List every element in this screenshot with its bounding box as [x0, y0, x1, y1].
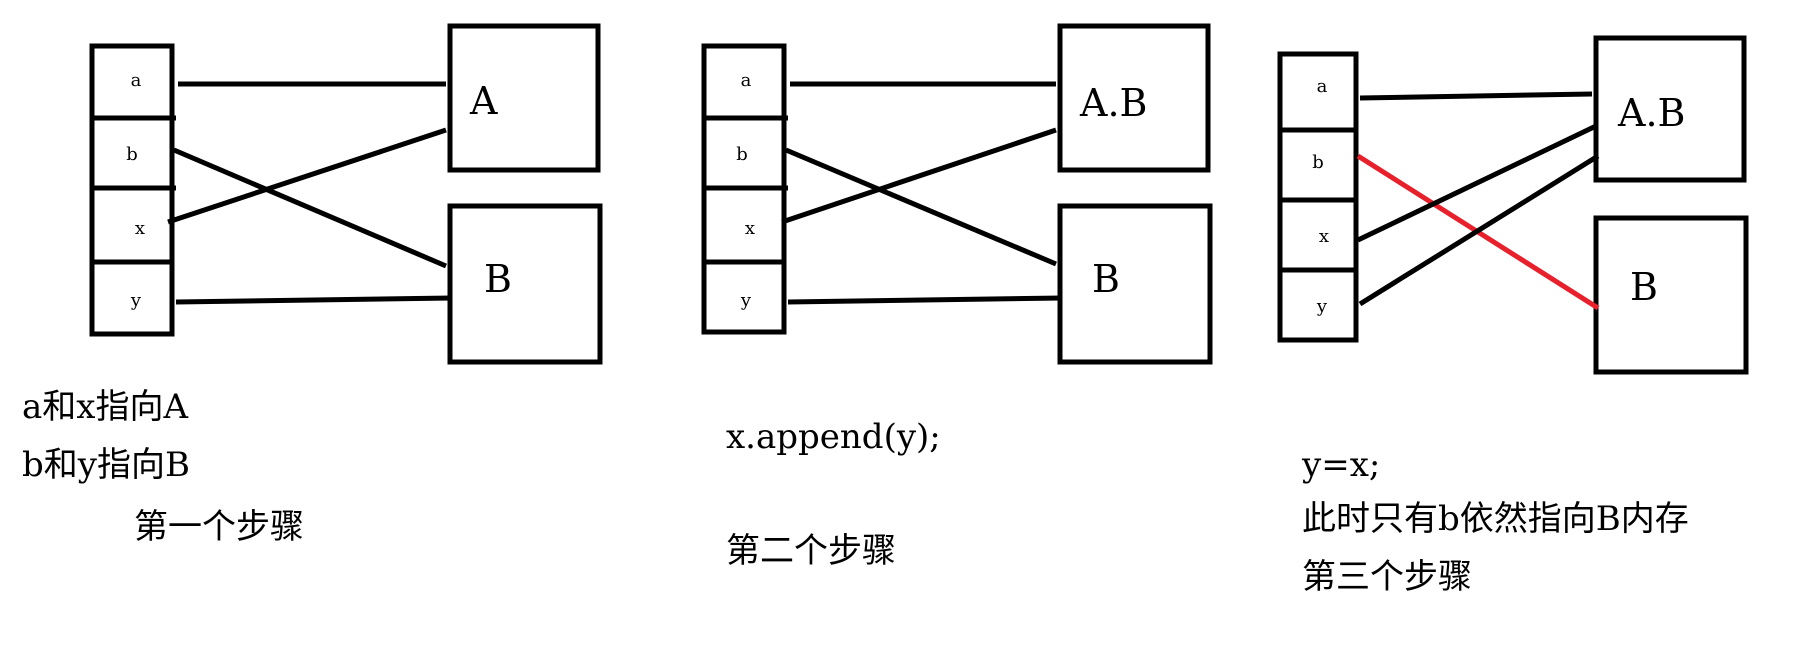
cell-x: x [135, 218, 145, 239]
variable-table [1277, 51, 1359, 343]
cell-y: y [1316, 296, 1328, 317]
box-b-label: B [1092, 257, 1120, 301]
pointer-x [1356, 123, 1598, 243]
cell-a: a [131, 70, 142, 91]
panel-step-1: a b x y A B [89, 23, 603, 365]
caption-step2-line1: x.append(y); [726, 417, 941, 457]
cell-x: x [1319, 226, 1329, 247]
pointer-b [173, 147, 447, 269]
memory-box-b [1593, 215, 1749, 375]
cell-b: b [736, 144, 748, 165]
cell-y: y [740, 290, 752, 311]
cell-b: b [1312, 152, 1324, 173]
pointer-a [1359, 91, 1593, 101]
pointer-b [785, 147, 1057, 267]
cell-a: a [1317, 76, 1328, 97]
memory-box-b [1057, 203, 1213, 365]
box-a-label: A [469, 79, 498, 123]
caption-step3-line1: y=x; [1302, 445, 1381, 485]
cell-a: a [741, 70, 752, 91]
memory-box-a [447, 23, 601, 173]
pointer-y [175, 295, 453, 305]
panel-step-3: a b x y A.B B [1277, 35, 1749, 375]
memory-box-ab [1057, 23, 1211, 173]
cell-x: x [745, 218, 755, 239]
caption-step1-line2: b和y指向B [22, 445, 190, 485]
step-label-3: 第三个步骤 [1302, 557, 1472, 597]
caption-step1-line1: a和x指向A [22, 387, 188, 427]
box-b-label: B [1630, 265, 1658, 309]
pointer-x [781, 127, 1057, 225]
step-label-1: 第一个步骤 [134, 507, 304, 547]
pointer-y [1358, 153, 1600, 307]
pointer-x [167, 127, 447, 225]
step-label-2: 第二个步骤 [726, 531, 896, 571]
box-b-label: B [484, 257, 512, 301]
cell-y: y [130, 290, 142, 311]
memory-box-b [447, 203, 603, 365]
caption-step3-line2: 此时只有b依然指向B内存 [1302, 499, 1689, 539]
box-ab-label: A.B [1079, 81, 1147, 125]
box-ab-label: A.B [1617, 91, 1685, 135]
panel-step-2: a b x y A.B B [701, 23, 1213, 365]
pointer-y [787, 295, 1063, 305]
memory-box-ab [1593, 35, 1747, 183]
cell-b: b [126, 144, 138, 165]
